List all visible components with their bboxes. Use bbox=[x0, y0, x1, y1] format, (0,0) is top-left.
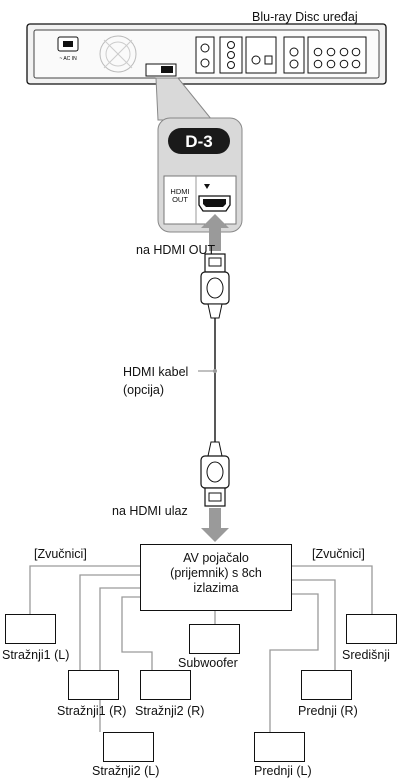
speaker-rear2-right bbox=[140, 670, 191, 700]
hdmi-in-caption: na HDMI ulaz bbox=[112, 504, 188, 518]
speaker-label-rear1-right: Stražnji1 (R) bbox=[57, 704, 127, 718]
hdmi-plug-lower bbox=[200, 441, 230, 507]
hdmi-plug-upper bbox=[200, 253, 230, 319]
receiver-line-1: AV pojačalo bbox=[183, 551, 249, 565]
speaker-label-front-left: Prednji (L) bbox=[254, 764, 312, 778]
arrow-up-icon bbox=[201, 214, 229, 251]
hdmi-out-caption: na HDMI OUT bbox=[136, 243, 216, 257]
arrow-down-icon bbox=[201, 508, 229, 542]
device-title: Blu-ray Disc uređaj bbox=[252, 10, 358, 24]
speaker-label-rear1-left: Stražnji1 (L) bbox=[2, 648, 70, 662]
speaker-label-rear2-left: Stražnji2 (L) bbox=[92, 764, 160, 778]
speaker-center bbox=[346, 614, 397, 644]
speaker-label-front-right: Prednji (R) bbox=[298, 704, 358, 718]
bluray-player-rear-panel: ~ AC IN bbox=[26, 23, 387, 85]
svg-text:~ AC IN: ~ AC IN bbox=[59, 56, 77, 62]
speaker-label-subwoofer: Subwoofer bbox=[178, 656, 238, 670]
callout-code: D-3 bbox=[185, 132, 213, 151]
speaker-rear1-left bbox=[5, 614, 56, 644]
speaker-front-right bbox=[301, 670, 352, 700]
speaker-wires bbox=[29, 565, 373, 732]
port-marker-icon bbox=[204, 184, 210, 189]
hdmi-out-port-label: HDMI OUT bbox=[170, 187, 190, 204]
speaker-label-rear2-right: Stražnji2 (R) bbox=[135, 704, 205, 718]
speakers-label-left: [Zvučnici] bbox=[34, 547, 87, 561]
speaker-rear2-left bbox=[103, 732, 154, 762]
cable-note: (opcija) bbox=[123, 383, 164, 397]
av-receiver-box: AV pojačalo (prijemnik) s 8ch izlazima bbox=[140, 544, 292, 611]
receiver-line-3: izlazima bbox=[193, 581, 239, 595]
speakers-label-right: [Zvučnici] bbox=[312, 547, 365, 561]
callout-badge bbox=[168, 128, 230, 154]
speaker-label-center: Središnji bbox=[342, 648, 390, 662]
speaker-rear1-right bbox=[68, 670, 119, 700]
speaker-front-left bbox=[254, 732, 305, 762]
speaker-subwoofer bbox=[189, 624, 240, 654]
receiver-line-2: (prijemnik) s 8ch bbox=[170, 566, 262, 580]
cable-label: HDMI kabel bbox=[123, 365, 189, 379]
